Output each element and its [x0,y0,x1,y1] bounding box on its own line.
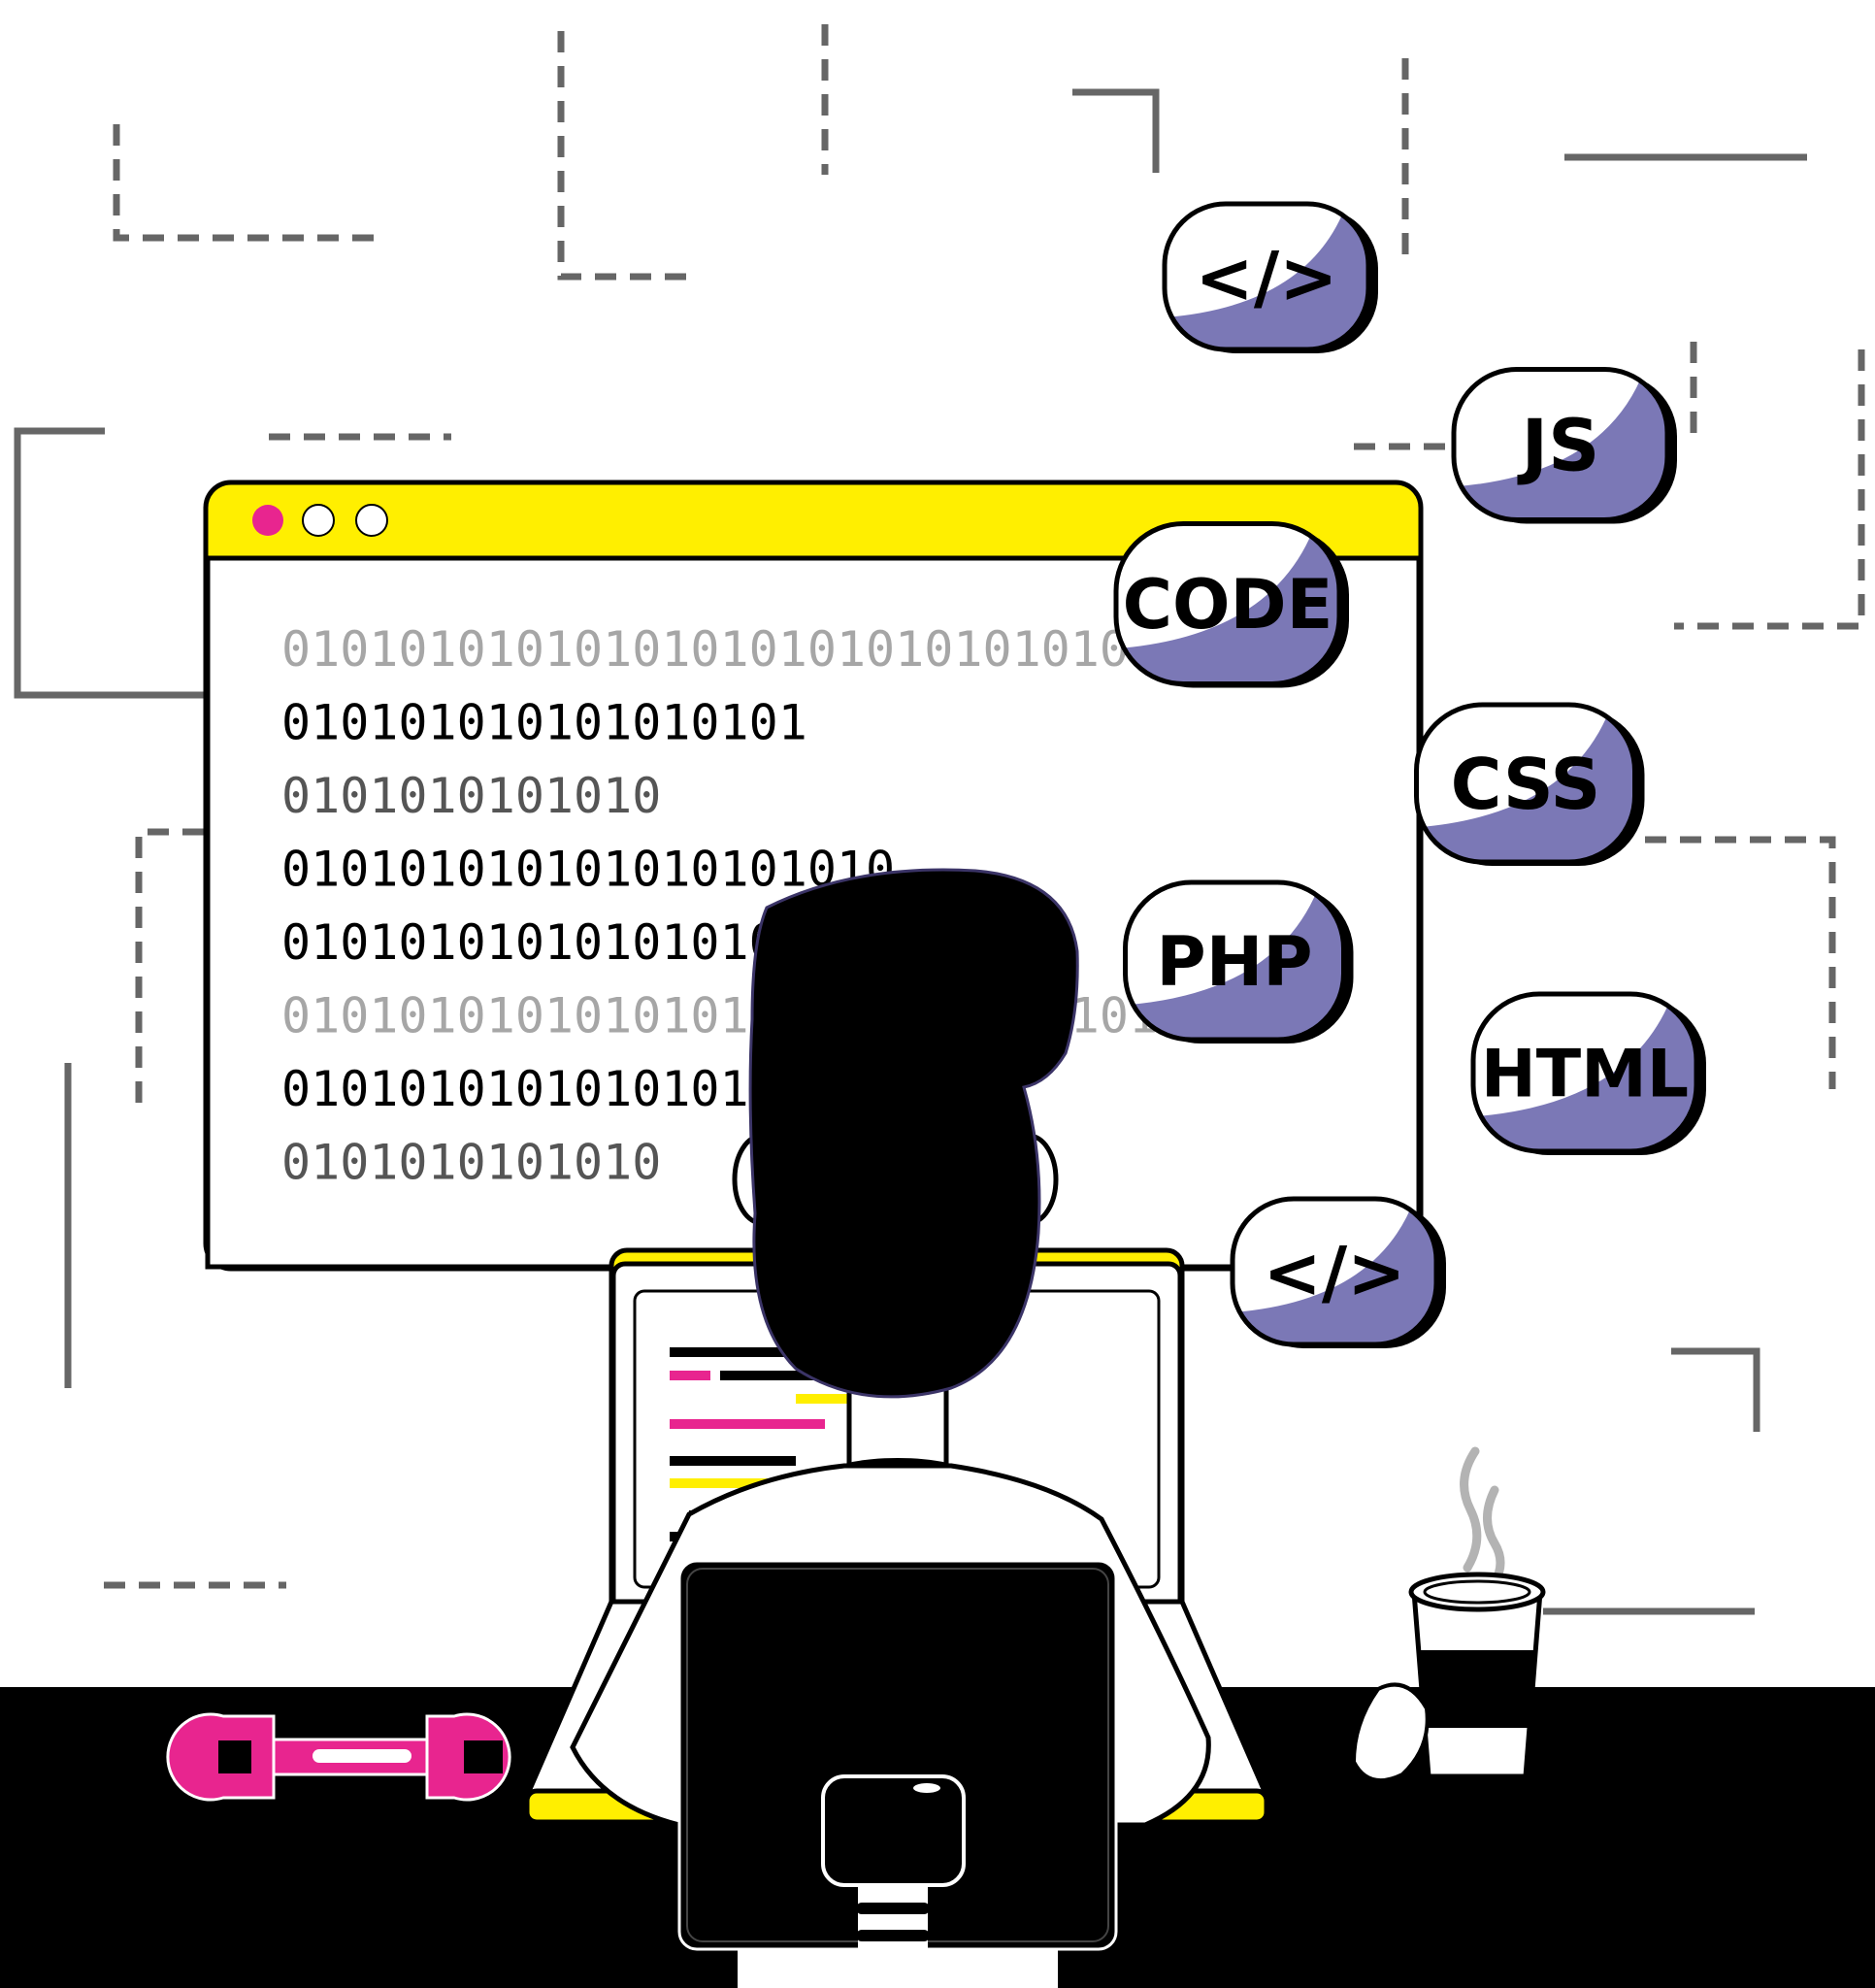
tag-code-badge: CODE [1113,521,1349,688]
binary-line: 010101010101010101 [281,1061,807,1117]
tag-php-label: PHP [1156,922,1312,1002]
tag-html-badge: HTML [1470,991,1706,1155]
background-lines [14,24,1865,1615]
binary-line: 0101010101010 [281,1135,661,1191]
tag-css-badge: CSS [1414,702,1645,866]
tag-php-badge: PHP [1123,879,1354,1044]
tag-css-label: CSS [1451,744,1601,825]
binary-line: 010101010101010101010 [281,842,895,898]
tag-js-label: JS [1517,405,1600,488]
tag-code-bottom-label: </> [1264,1232,1406,1313]
window-dot-minimize[interactable] [302,504,335,537]
wrench-icon [166,1712,511,1802]
binary-line: 0101010101010101010101010101010101 [281,621,1275,678]
binary-line: 0101010101010 [281,768,661,824]
tag-html-label: HTML [1481,1036,1689,1112]
chair-icon [677,1559,1118,1988]
window-dot-close[interactable] [252,505,283,536]
tag-js-badge: JS [1451,367,1677,524]
window-dot-maximize[interactable] [355,504,388,537]
tag-code-label: CODE [1123,565,1333,645]
binary-line: 010101010101010101 [281,695,807,751]
tag-code-top-label: </> [1196,237,1338,318]
binary-line: 010101010101010101 [281,914,807,971]
coffee-cup-icon [1351,1446,1546,1783]
tag-code-top-badge: </> [1162,201,1378,353]
tag-code-bottom-badge: </> [1230,1196,1446,1348]
tech-tags: </> JS CODE CSS PHP HTML </> [1113,201,1706,1348]
